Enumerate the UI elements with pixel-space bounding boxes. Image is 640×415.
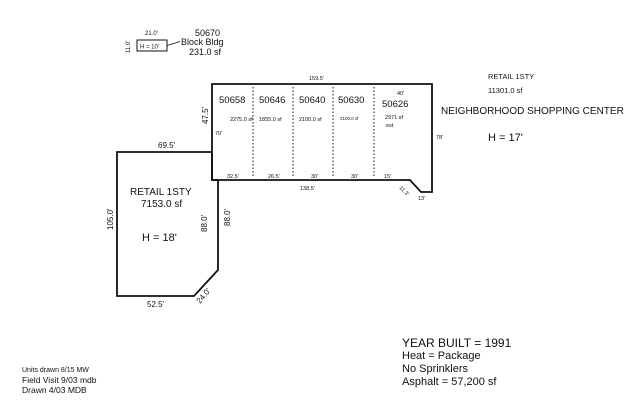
unit-area-50646: 1855.0 sf: [259, 117, 282, 123]
block-bldg-name: Block Bldg: [181, 37, 224, 47]
sc-retail-label: RETAIL 1STY: [488, 72, 534, 81]
shopping-center: 159.5' 47.5' 78' 138.5' 11.3' 13' 50658 …: [201, 72, 624, 202]
asphalt: Asphalt = 57,200 sf: [402, 376, 497, 388]
unit-id-50646: 50646: [259, 95, 285, 106]
sc-name: NEIGHBORHOOD SHOPPING CENTER: [441, 106, 624, 117]
unit-area-50640: 2100.0 sf: [299, 117, 322, 123]
unit-area-50658: 2275.0 sf: [230, 117, 253, 123]
rw-dim-right-a: 88.0': [200, 214, 209, 232]
sketch-notes: Units drawn 8/15 MW Field Visit 9/03 mdb…: [22, 367, 97, 395]
unit-width-50640: 30': [311, 174, 318, 180]
property-summary: YEAR BUILT = 1991 Heat = Package No Spri…: [402, 336, 512, 388]
block-bldg-id: 50670: [195, 28, 220, 38]
unit-top-50626: 40': [397, 91, 404, 97]
block-bldg-dim-side: 11.0': [126, 41, 132, 53]
unit-width-50658: 32.5': [227, 174, 239, 180]
sc-dim-left: 47.5': [201, 106, 210, 124]
unit-area-50626: 2971 sf: [385, 115, 404, 121]
year-built: YEAR BUILT = 1991: [402, 336, 512, 350]
rw-dim-top: 69.5': [158, 141, 176, 150]
unit-width-50646: 26.5': [268, 174, 280, 180]
rw-area: 7153.0 sf: [141, 199, 182, 210]
sc-dim-right: 78': [436, 135, 443, 141]
note-field-visit: Field Visit 9/03 mdb: [22, 375, 97, 385]
unit-width-50630: 30': [351, 174, 358, 180]
rw-dim-right-b: 88.0': [223, 208, 232, 226]
sprinklers: No Sprinklers: [402, 363, 469, 375]
retail-west-outline: [116, 151, 219, 297]
rw-label: RETAIL 1STY: [130, 187, 192, 198]
note-units: Units drawn 8/15 MW: [22, 367, 89, 374]
sc-dim-diag: 11.3': [398, 185, 410, 197]
rw-dim-left: 105.0': [106, 208, 115, 230]
rw-dim-diag: 24.0': [195, 286, 213, 305]
sc-area: 11301.0 sf: [488, 86, 523, 95]
unit-depth-50658: 70': [215, 131, 222, 137]
rw-dim-bottom: 52.5': [147, 300, 165, 309]
rw-height: H = 18': [142, 232, 177, 244]
block-bldg-area: 231.0 sf: [189, 47, 222, 57]
block-bldg-leader: [166, 41, 181, 46]
block-bldg-dim-top: 21.0': [145, 31, 158, 37]
unit-id-50640: 50640: [299, 95, 325, 106]
unit-id-50658: 50658: [219, 95, 245, 106]
sc-dim-bottom: 138.5': [300, 186, 315, 192]
note-drawn: Drawn 4/03 MDB: [22, 385, 87, 395]
unit-id-50626: 50626: [382, 99, 408, 110]
retail-west: 69.5' 105.0' 88.0' 88.0' 52.5' 24.0' RET…: [106, 141, 232, 309]
block-bldg-height: H = 10': [140, 45, 159, 51]
heat: Heat = Package: [402, 350, 481, 362]
unit-width-50626: 15': [384, 174, 391, 180]
block-bldg: H = 10' 21.0' 11.0' 50670 Block Bldg 231…: [126, 28, 224, 57]
sc-height: H = 17': [488, 132, 523, 144]
sc-dim-top: 159.5': [309, 76, 324, 82]
sc-dim-corner: 13': [418, 196, 425, 202]
unit-note-50626: est: [386, 123, 394, 129]
unit-area-50630: 2100.0 sf: [340, 116, 359, 121]
unit-id-50630: 50630: [338, 95, 364, 106]
